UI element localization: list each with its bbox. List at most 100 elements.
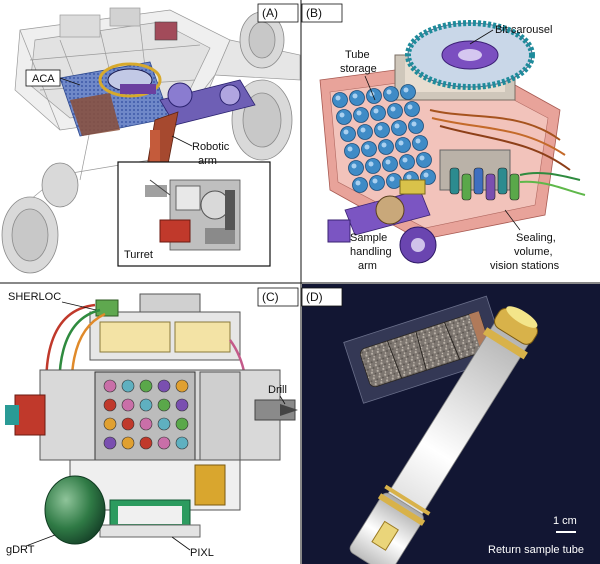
storage-tube-highlight (402, 157, 408, 163)
storage-tube (344, 143, 360, 159)
storage-tube-highlight (360, 127, 366, 133)
drill-label: Drill (268, 384, 287, 396)
rover-wheel (1, 196, 59, 274)
turret-box (117, 161, 271, 267)
bit-carousel-label: Bit carousel (495, 24, 552, 36)
storage-tube (391, 120, 407, 136)
turret-port (139, 379, 153, 393)
storage-tube (357, 124, 373, 140)
storage-tube-highlight (377, 125, 383, 131)
storage-tube-highlight (394, 123, 400, 129)
panel-c-letter: (C) (262, 290, 279, 304)
storage-tube-highlight (411, 121, 417, 127)
storage-tube (348, 160, 364, 176)
tube-storage-label: Tube (345, 49, 370, 61)
turret-port (157, 436, 171, 450)
scale-label: 1 cm (553, 515, 577, 527)
storage-tube (332, 92, 348, 108)
storage-tube (378, 139, 394, 155)
panel-d-letter: (D) (306, 290, 323, 304)
storage-tube (383, 86, 399, 102)
storage-tube (408, 118, 424, 134)
storage-tube-highlight (390, 106, 396, 112)
turret-port (121, 379, 135, 393)
storage-tube-highlight (403, 87, 409, 93)
aca-deck (59, 21, 178, 137)
return-sample-tube (349, 306, 538, 564)
storage-tube-highlight (347, 146, 353, 152)
storage-tube (370, 105, 386, 121)
turret-port (103, 417, 117, 431)
storage-tube (369, 175, 385, 191)
turret-port (175, 436, 189, 450)
svg-text:ACA: ACA (32, 73, 55, 85)
storage-tube (340, 126, 356, 142)
storage-tube-highlight (419, 155, 425, 161)
sherloc-label: SHERLOC (8, 291, 61, 303)
turret-port (103, 379, 117, 393)
panel-d-letter-box (301, 287, 343, 307)
storage-tube-highlight (355, 180, 361, 186)
turret-ports (103, 379, 189, 450)
tube-storage-label-2: storage (340, 63, 377, 75)
panel-a-letter-box (257, 3, 299, 23)
storage-tube-highlight (352, 93, 358, 99)
cable-harness (429, 109, 586, 196)
storage-tube-highlight (372, 178, 378, 184)
storage-tube (412, 135, 428, 151)
storage-tube-highlight (339, 112, 345, 118)
storage-tube (352, 177, 368, 193)
sealing-label-2: volume, (514, 246, 553, 258)
panel-a-letter: (A) (262, 6, 278, 20)
storage-tube-highlight (415, 138, 421, 144)
tube-storage (332, 84, 436, 193)
storage-tube-highlight (373, 108, 379, 114)
storage-tube-highlight (343, 129, 349, 135)
storage-tube-highlight (385, 159, 391, 165)
aca-label: ACA (25, 69, 81, 87)
storage-tube-highlight (381, 142, 387, 148)
storage-tube (361, 141, 377, 157)
panel-c-letter-box (257, 287, 299, 307)
storage-tube-highlight (364, 144, 370, 150)
turret-port (157, 379, 171, 393)
storage-tube-highlight (386, 89, 392, 95)
sealing-label: Sealing, (516, 232, 556, 244)
storage-tube-highlight (406, 174, 412, 180)
sealing-stations (449, 167, 520, 201)
storage-tube (349, 90, 365, 106)
storage-tube-highlight (335, 95, 341, 101)
robotic-arm-label: Robotic arm (171, 135, 230, 167)
turret-port (175, 379, 189, 393)
storage-tube (395, 137, 411, 153)
turret-port (175, 417, 189, 431)
pixl-label: PIXL (190, 547, 214, 559)
storage-tube (400, 84, 416, 100)
storage-tube (399, 154, 415, 170)
panel-c: SHERLOC Drill gDRT PIXL (C) (0, 284, 300, 564)
gdrt-label: gDRT (6, 544, 35, 556)
storage-tube-highlight (398, 140, 404, 146)
turret-port (139, 436, 153, 450)
storage-tube (382, 156, 398, 172)
storage-tube (353, 107, 369, 123)
sample-handling-label-2: handling (350, 246, 392, 258)
storage-tube-highlight (356, 110, 362, 116)
turret-port (157, 398, 171, 412)
storage-tube-highlight (423, 172, 429, 178)
storage-tube (336, 109, 352, 125)
rover-wheel (41, 162, 79, 208)
turret-port (139, 417, 153, 431)
storage-tube (387, 103, 403, 119)
panel-b: Bit carousel Tube storage Sample handlin… (301, 0, 600, 282)
bit-carousel (405, 20, 535, 90)
turret-port (103, 398, 117, 412)
station-cylinder (509, 173, 520, 201)
turret-port (175, 398, 189, 412)
sample-handling-label-3: arm (358, 260, 377, 272)
sample-handling-arm (327, 179, 437, 264)
turret-port (139, 398, 153, 412)
storage-tube (374, 122, 390, 138)
turret-port (121, 398, 135, 412)
sample-handling-label: Sample (350, 232, 387, 244)
